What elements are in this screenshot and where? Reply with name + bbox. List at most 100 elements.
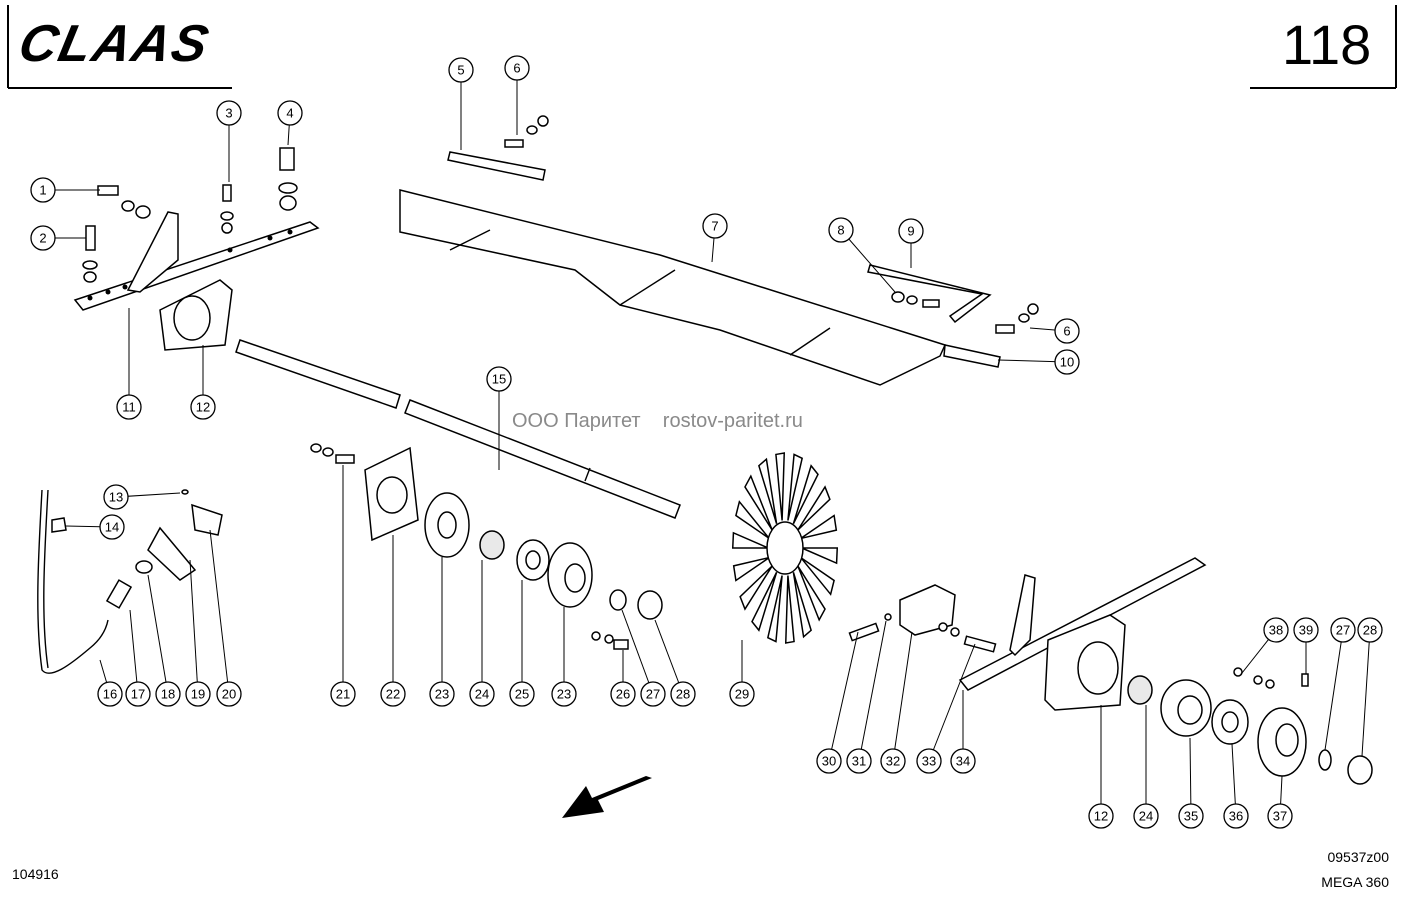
callout-circle: [846, 748, 872, 774]
figure-code: 09537z00: [1327, 849, 1389, 865]
leader-line: [858, 620, 887, 762]
callout-label: 28: [676, 687, 690, 702]
callout-circle: [610, 681, 636, 707]
callout-label: 11: [122, 400, 136, 415]
callout-label: 8: [837, 223, 844, 238]
leader-line: [189, 559, 199, 695]
callout-label: 7: [711, 219, 718, 234]
fan-blade: [800, 514, 838, 540]
callout-circle: [429, 681, 455, 707]
callout-label: 32: [886, 754, 900, 769]
leader-line: [840, 229, 896, 293]
callout-circle: [190, 394, 216, 420]
callout-23: 23: [429, 681, 455, 707]
callout-5: 5: [448, 57, 474, 83]
fan-blade: [758, 457, 778, 524]
callout-37: 37: [1267, 803, 1293, 829]
callout-label: 37: [1273, 809, 1287, 824]
watermark-text: ООО Паритет rostov-paritet.ru: [512, 410, 803, 432]
callout-circle: [103, 484, 129, 510]
callout-29: 29: [729, 681, 755, 707]
top-strip: [447, 115, 549, 181]
callout-32: 32: [880, 748, 906, 774]
callout-label: 31: [852, 754, 866, 769]
callout-label: 10: [1060, 355, 1074, 370]
callout-label: 23: [557, 687, 571, 702]
fan-blade: [766, 575, 783, 643]
frame: [7, 5, 1397, 89]
mounting-plate: [310, 443, 419, 542]
strip-10: [943, 303, 1039, 368]
callout-6: 6: [1054, 318, 1080, 344]
fan-blade: [784, 575, 795, 644]
leader-line: [1324, 629, 1344, 751]
fan-blade: [800, 556, 835, 596]
callout-label: 24: [1139, 809, 1153, 824]
fan-blade: [787, 453, 804, 521]
leader-line: [892, 631, 913, 762]
callout-label: 12: [196, 400, 210, 415]
callout-circle: [551, 681, 577, 707]
fan-blade: [739, 565, 773, 611]
callout-label: 3: [225, 106, 232, 121]
callout-label: 4: [286, 106, 293, 121]
callout-circle: [97, 681, 123, 707]
fan-blade: [731, 531, 769, 549]
callout-label: 13: [109, 490, 123, 505]
callout-9: 9: [898, 218, 924, 244]
left-frame-bar: [73, 211, 320, 311]
callout-circle: [1178, 803, 1204, 829]
page-number: 118: [1282, 13, 1372, 76]
callout-label: 27: [646, 687, 660, 702]
callout-label: 26: [616, 687, 630, 702]
leader-line: [129, 609, 139, 695]
callout-circle: [185, 681, 211, 707]
callout-label: 21: [336, 687, 350, 702]
callout-label: 28: [1363, 623, 1377, 638]
fan-blade: [744, 474, 773, 531]
fan-blade: [775, 452, 786, 521]
callout-label: 29: [735, 687, 749, 702]
callout-label: 16: [103, 687, 117, 702]
callout-20: 20: [216, 681, 242, 707]
callout-label: 2: [39, 231, 46, 246]
leader-line: [828, 631, 859, 762]
callout-circle: [1330, 617, 1356, 643]
callout-24: 24: [469, 681, 495, 707]
callout-label: 36: [1229, 809, 1243, 824]
fan-blade: [792, 464, 819, 525]
callout-12: 12: [1088, 803, 1114, 829]
right-frame-bar: [958, 557, 1207, 711]
callout-circle: [828, 217, 854, 243]
callout-28: 28: [1357, 617, 1383, 643]
left-bearing-bracket: [159, 279, 233, 351]
callout-circle: [469, 681, 495, 707]
callout-circle: [1293, 617, 1319, 643]
left-fasteners: [82, 147, 298, 283]
callout-circle: [216, 681, 242, 707]
callout-7: 7: [702, 213, 728, 239]
callout-label: 22: [386, 687, 400, 702]
callout-label: 12: [1094, 809, 1108, 824]
leader-line: [654, 619, 684, 695]
fan-impeller: [731, 452, 839, 644]
callout-34: 34: [950, 748, 976, 774]
callout-circle: [898, 218, 924, 244]
callout-3: 3: [216, 100, 242, 126]
callout-label: 6: [513, 61, 520, 76]
callout-10: 10: [1054, 349, 1080, 375]
callout-circle: [380, 681, 406, 707]
callout-label: 38: [1269, 623, 1283, 638]
callout-15: 15: [486, 366, 512, 392]
callout-circle: [1133, 803, 1159, 829]
callout-label: 19: [191, 687, 205, 702]
right-mount-block: [848, 584, 997, 653]
callout-label: 1: [39, 183, 46, 198]
callout-17: 17: [125, 681, 151, 707]
callout-label: 5: [457, 63, 464, 78]
callout-35: 35: [1178, 803, 1204, 829]
shafts: [235, 339, 681, 519]
leader-line: [1189, 737, 1192, 817]
callout-4: 4: [277, 100, 303, 126]
